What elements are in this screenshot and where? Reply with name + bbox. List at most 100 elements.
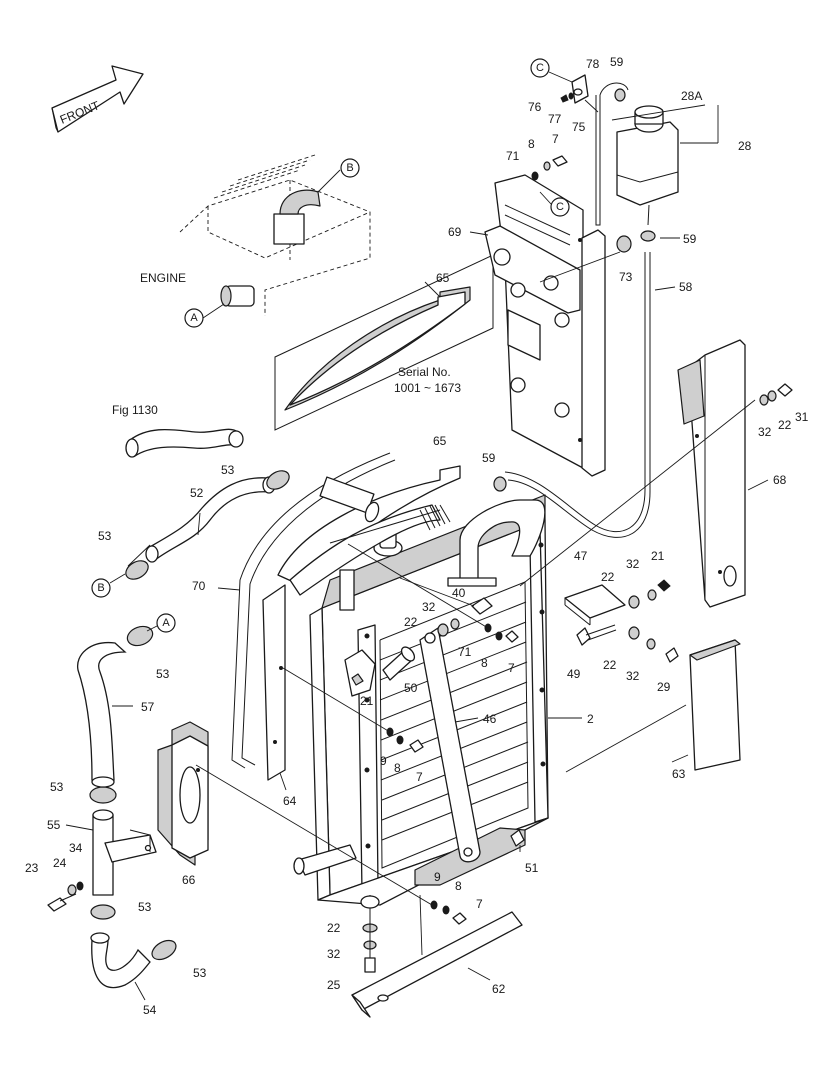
part-label: 69 xyxy=(448,225,462,239)
part-label: 9 xyxy=(434,870,441,884)
part-label: 66 xyxy=(182,873,196,887)
part-label: 8 xyxy=(455,879,462,893)
stay-rod-46 xyxy=(344,627,481,863)
part-label: 63 xyxy=(672,767,686,781)
part-label: 47 xyxy=(574,549,588,563)
callout-A-hose-label: A xyxy=(162,617,170,629)
part-label: 70 xyxy=(192,579,206,593)
part-label: 59 xyxy=(683,232,697,246)
part-label: 22 xyxy=(778,418,792,432)
fig1130-pipe: Fig 1130 xyxy=(112,403,244,458)
part-label: 50 xyxy=(404,681,418,695)
cushion-63 xyxy=(689,639,741,771)
shroud-64 xyxy=(262,584,286,781)
part-label: 22 xyxy=(603,658,617,672)
callout-C-support-label: C xyxy=(556,201,564,213)
part-label: 53 xyxy=(156,667,170,681)
lower-hose-57 xyxy=(77,625,154,804)
callout-C-support: C xyxy=(550,197,570,217)
reservoir-tank-28 xyxy=(616,105,679,242)
part-label: 7 xyxy=(476,897,483,911)
part-label: 40 xyxy=(452,586,466,600)
part-label: 8 xyxy=(481,656,488,670)
part-label: 53 xyxy=(138,900,152,914)
elbow-hose-54 xyxy=(90,932,177,989)
callout-C-top: C xyxy=(530,58,550,78)
part-label: 65 xyxy=(436,271,450,285)
callout-B-hose-label: B xyxy=(97,582,104,594)
part-label: 24 xyxy=(53,856,67,870)
serial-label: Serial No. xyxy=(398,365,451,379)
bracket-75 xyxy=(560,74,589,104)
part-label: 55 xyxy=(47,818,61,832)
part-label: 22 xyxy=(404,615,418,629)
front-arrow: FRONT xyxy=(51,65,144,133)
part-label: 23 xyxy=(25,861,39,875)
upper-shroud-65 xyxy=(277,465,461,596)
part-label: 25 xyxy=(327,978,341,992)
callout-B-engine-label: B xyxy=(346,162,353,174)
part-label: 64 xyxy=(283,794,297,808)
serial-note-box: Serial No. 1001 ~ 1673 xyxy=(274,254,494,431)
fig-ref-label: Fig 1130 xyxy=(112,403,158,417)
part-label: 53 xyxy=(98,529,112,543)
part-number-labels: 78 59 28A 76 77 75 28 7 8 71 69 59 73 58… xyxy=(25,55,809,1017)
part-label: 2 xyxy=(587,712,594,726)
part-label: 75 xyxy=(572,120,586,134)
serial-range: 1001 ~ 1673 xyxy=(394,381,461,395)
bracket-68 xyxy=(677,339,746,608)
part-label: 52 xyxy=(190,486,204,500)
part-label: 46 xyxy=(483,712,497,726)
part-label: 53 xyxy=(50,780,64,794)
part-label: 8 xyxy=(528,137,535,151)
part-label: 7 xyxy=(552,132,559,146)
part-label: 68 xyxy=(773,473,787,487)
part-label: 59 xyxy=(482,451,496,465)
part-label: 32 xyxy=(626,557,640,571)
part-label: 9 xyxy=(380,754,387,768)
engine-outline: ENGINE xyxy=(140,154,371,319)
upper-hose-52 xyxy=(125,470,290,580)
part-label: 71 xyxy=(506,149,520,163)
part-label: 73 xyxy=(619,270,633,284)
part-label: 32 xyxy=(422,600,436,614)
right-fasteners xyxy=(759,383,793,406)
part-label: 21 xyxy=(651,549,665,563)
part-label: 59 xyxy=(610,55,624,69)
part-label: 62 xyxy=(492,982,506,996)
shroud-66 xyxy=(157,721,209,866)
bracket-62 xyxy=(351,894,523,1018)
part-label: 54 xyxy=(143,1003,157,1017)
leader-lines xyxy=(65,99,769,1001)
part-label: 53 xyxy=(221,463,235,477)
part-label: 57 xyxy=(141,700,155,714)
overflow-hoses xyxy=(493,82,651,538)
seal-70 xyxy=(231,452,396,769)
part-label: 32 xyxy=(626,669,640,683)
left-fasteners xyxy=(47,881,84,912)
part-label: 7 xyxy=(508,661,515,675)
callout-A-engine: A xyxy=(184,308,204,328)
part-label: 32 xyxy=(327,947,341,961)
part-label: 77 xyxy=(548,112,562,126)
part-label: 34 xyxy=(69,841,83,855)
part-label: 49 xyxy=(567,667,581,681)
part-label: 53 xyxy=(193,966,207,980)
bracket-47 xyxy=(564,579,679,663)
part-label: 21 xyxy=(360,694,374,708)
support-69 xyxy=(484,155,632,477)
part-label: 28A xyxy=(681,89,702,103)
part-label: 71 xyxy=(458,645,472,659)
part-label: 58 xyxy=(679,280,693,294)
part-label: 32 xyxy=(758,425,772,439)
part-label: 29 xyxy=(657,680,671,694)
callout-B-engine: B xyxy=(340,158,360,178)
callout-A-hose: A xyxy=(156,613,176,633)
part-label: 28 xyxy=(738,139,752,153)
part-label: 7 xyxy=(416,770,423,784)
callout-A-engine-label: A xyxy=(190,312,198,324)
part-label: 51 xyxy=(525,861,539,875)
part-label: 22 xyxy=(601,570,615,584)
part-label: 76 xyxy=(528,100,542,114)
